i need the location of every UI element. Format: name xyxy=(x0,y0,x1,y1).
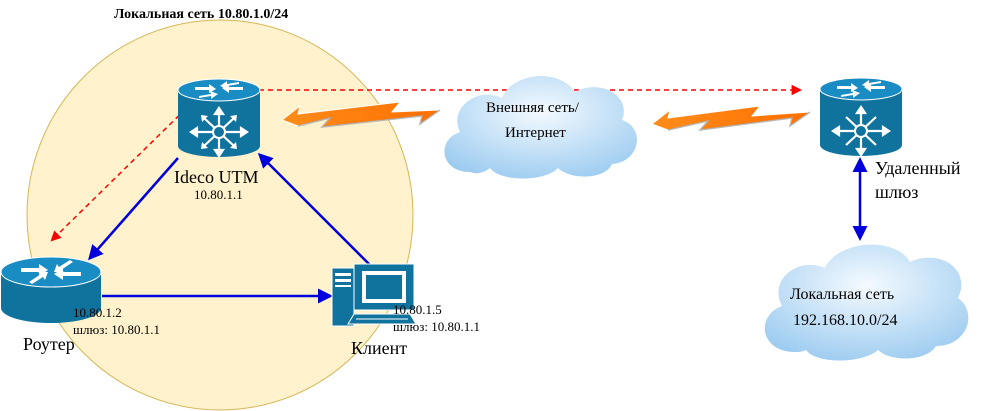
remote-lan-label-line2: 192.168.10.0/24 xyxy=(793,312,898,329)
remote-lan-label-line1: Локальная сеть xyxy=(790,286,895,303)
internet-cloud-label-line1: Внешняя сеть/ xyxy=(486,100,579,116)
utm-ip-label: 10.80.1.1 xyxy=(194,187,243,202)
client-name-label: Клиент xyxy=(351,338,408,358)
router-icon xyxy=(0,256,102,323)
router-name-label: Роутер xyxy=(23,334,75,354)
link-utm-router xyxy=(88,157,179,261)
wan-link-bolt-right xyxy=(650,105,812,132)
utm-name-label: Ideco UTM xyxy=(174,167,259,187)
remote-gateway-switch-icon xyxy=(819,77,903,157)
client-ip-label: 10.80.1.5 xyxy=(393,302,442,317)
wan-link-bolt-left xyxy=(280,101,442,128)
client-gateway-label: шлюз: 10.80.1.1 xyxy=(393,319,480,334)
remote-lan-cloud xyxy=(764,244,969,361)
router-ip-label: 10.80.1.2 xyxy=(73,305,122,320)
remote-gateway-label-line1: Удаленный xyxy=(875,158,961,178)
internet-cloud xyxy=(444,76,637,179)
remote-gateway-label-line2: шлюз xyxy=(875,182,919,202)
lan-title: Локальная сеть 10.80.1.0/24 xyxy=(114,7,289,22)
utm-switch-icon xyxy=(177,78,261,158)
client-pc-icon xyxy=(331,263,417,327)
internet-cloud-label-line2: Интернет xyxy=(505,125,566,141)
router-gateway-label: шлюз: 10.80.1.1 xyxy=(73,322,160,337)
link-client-utm xyxy=(257,152,371,266)
